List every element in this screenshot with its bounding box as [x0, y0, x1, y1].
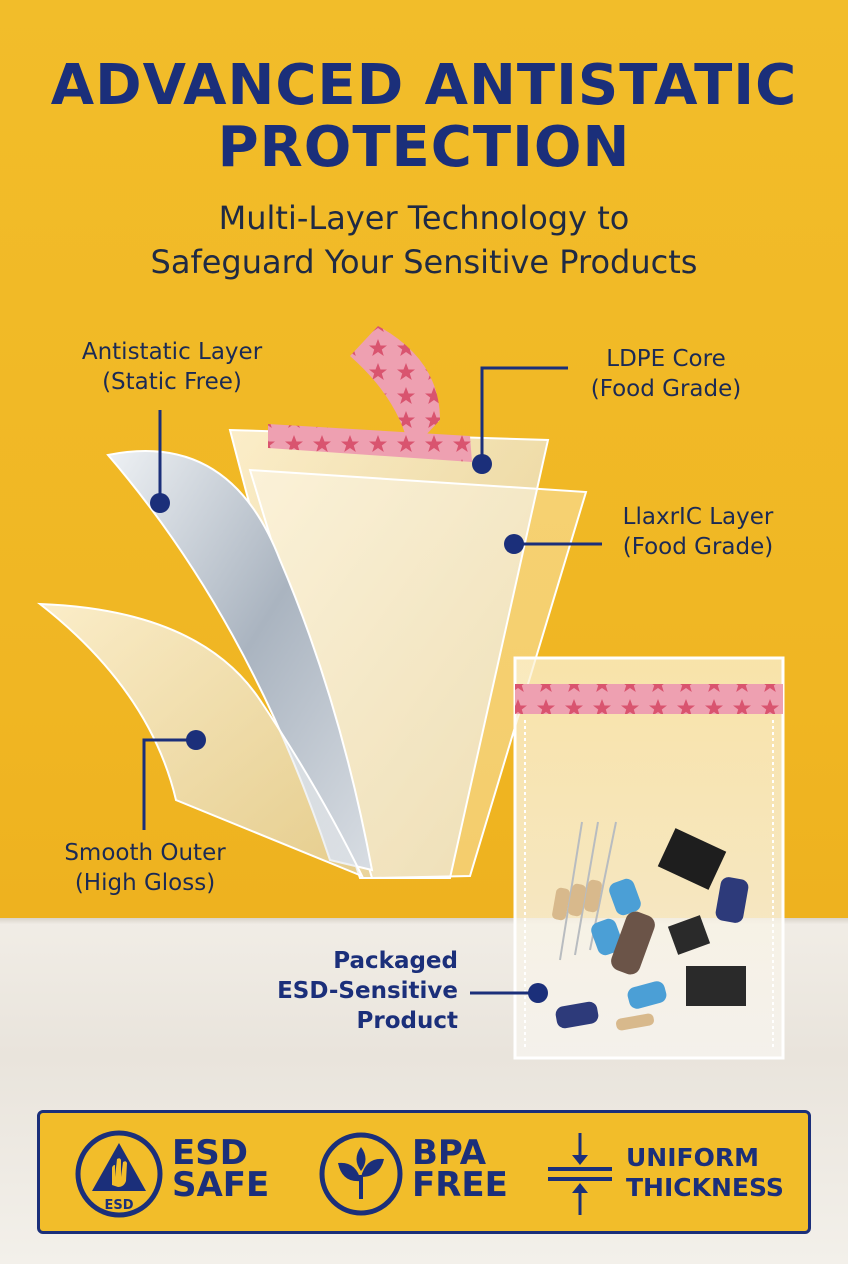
ldpe-label-line2: (Food Grade) — [590, 376, 742, 402]
llaxric-label-line1: LlaxrIC Layer — [622, 504, 774, 530]
antistatic-label-line2: (Static Free) — [102, 369, 242, 395]
llaxric-label: LlaxrIC Layer (Food Grade) — [598, 502, 798, 562]
uniform-line2: THICKNESS — [626, 1173, 784, 1202]
leaf-icon — [319, 1132, 403, 1216]
subtitle-line1: Multi-Layer Technology to — [218, 199, 630, 237]
esd-safe-text: ESD SAFE — [172, 1133, 270, 1205]
uniform-line1: UNIFORM — [626, 1143, 759, 1172]
smooth-dot — [186, 730, 206, 750]
packaged-label-line1: Packaged — [333, 948, 458, 974]
llaxric-label-line2: (Food Grade) — [622, 534, 774, 560]
uniform-thickness-text: UNIFORM THICKNESS — [626, 1143, 784, 1203]
bpa-free-text: BPA FREE — [412, 1133, 508, 1205]
bag-seal-tape — [515, 684, 783, 714]
bpa-line1: BPA — [412, 1133, 487, 1173]
main-title-line2: PROTECTION — [217, 115, 631, 180]
packaged-dot — [528, 983, 548, 1003]
packaged-label-line3: Product — [356, 1008, 458, 1034]
esd-hand-icon: ESD — [75, 1130, 163, 1218]
ldpe-label: LDPE Core (Food Grade) — [566, 344, 766, 404]
antistatic-label-line1: Antistatic Layer — [81, 339, 263, 365]
ldpe-label-line1: LDPE Core — [606, 346, 726, 372]
subtitle-line2: Safeguard Your Sensitive Products — [150, 243, 698, 281]
packaged-label-line2: ESD-Sensitive — [277, 978, 458, 1004]
svg-text:ESD: ESD — [104, 1198, 133, 1213]
ldpe-dot — [472, 454, 492, 474]
esd-line1: ESD — [172, 1133, 248, 1173]
antistatic-label: Antistatic Layer (Static Free) — [52, 337, 292, 397]
llaxric-dot — [504, 534, 524, 554]
peel-tape — [350, 326, 440, 452]
thickness-arrows-icon — [548, 1133, 612, 1215]
electronic-components — [552, 821, 749, 1031]
feature-badges-bar: ESD ESD SAFE BPA FREE UNIFORM THICK — [37, 1110, 811, 1234]
main-title-line1: ADVANCED ANTISTATIC — [50, 53, 798, 118]
esd-line2: SAFE — [172, 1165, 270, 1205]
antistatic-dot — [150, 493, 170, 513]
smooth-label-line1: Smooth Outer — [64, 840, 226, 866]
packaged-label: Packaged ESD-Sensitive Product — [250, 946, 458, 1036]
smooth-outer-label: Smooth Outer (High Gloss) — [40, 838, 250, 898]
antistatic-sheet — [106, 450, 374, 872]
smooth-label-line2: (High Gloss) — [74, 870, 216, 896]
bpa-line2: FREE — [412, 1165, 508, 1205]
